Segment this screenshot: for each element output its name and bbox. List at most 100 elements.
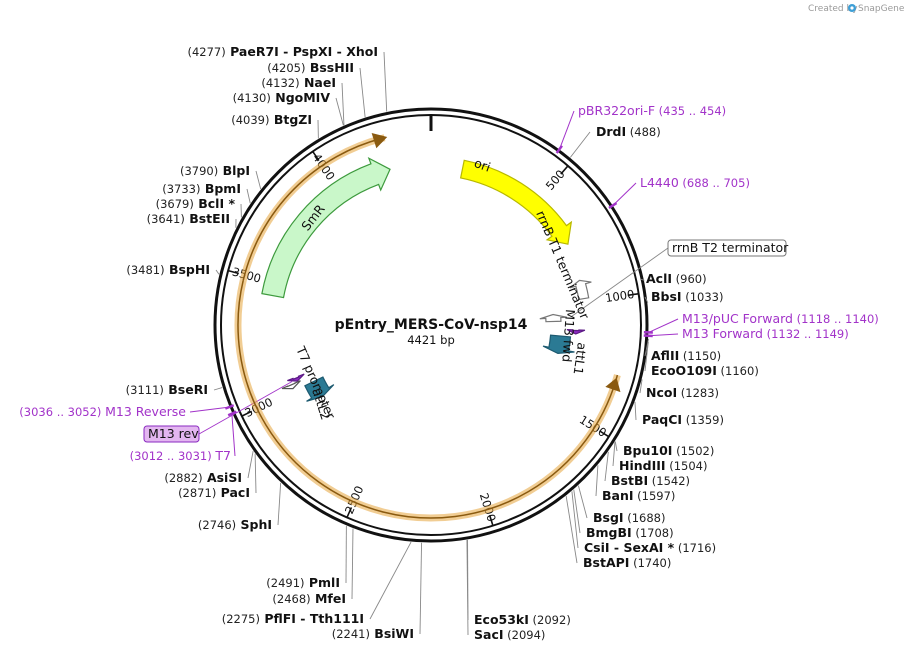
primer-name: M13 Forward [682, 326, 763, 341]
site-bcli[interactable]: (3679) BclI * [156, 196, 236, 211]
site-pmli[interactable]: (2491) PmlI [266, 575, 340, 590]
feature-m13-fwd[interactable] [566, 328, 586, 335]
site-eco53ki[interactable]: Eco53kI (2092) [474, 612, 571, 627]
primer-range: (3036 .. 3052) [19, 405, 105, 419]
site-line-paci [254, 453, 257, 494]
site-bsteii[interactable]: (3641) BstEII [147, 211, 230, 226]
feature-attl1[interactable] [542, 334, 575, 354]
primer-t7[interactable]: (3012 .. 3031) T7 [130, 448, 231, 463]
tick-mark [488, 514, 494, 526]
primer-m13-forward[interactable]: M13 Forward (1132 .. 1149) [682, 326, 849, 341]
site-pos: (1150) [679, 349, 721, 363]
site-pflfi[interactable]: (2275) PflFI - Tth111I [222, 611, 364, 626]
svg-text:rrnB T2 terminator: rrnB T2 terminator [672, 240, 789, 255]
feature-rrnb-t1-terminator[interactable] [569, 279, 592, 301]
site-label-bani: BanI (1597) [602, 488, 675, 503]
site-extra: - PspXI [279, 44, 333, 59]
site-csii[interactable]: CsiI - SexAI * (1716) [584, 540, 716, 555]
site-name: PaeR7I [226, 44, 279, 59]
site-mfei[interactable]: (2468) MfeI [272, 591, 346, 606]
primer-line-m13-forward [648, 333, 679, 337]
site-asisi[interactable]: (2882) AsiSI [164, 470, 242, 485]
site-pos: (3790) [180, 164, 218, 178]
site-label-bsphi: (3481) BspHI [126, 262, 210, 277]
site-label-aflii: AflII (1150) [651, 348, 721, 363]
site-label-mfei: (2468) MfeI [272, 591, 346, 606]
site-name: BstBI [611, 473, 648, 488]
site-label-saci: SacI (2094) [474, 627, 545, 642]
site-pos: (3641) [147, 212, 185, 226]
site-label-drdi: DrdI (488) [596, 124, 661, 139]
primer-range: (1118 .. 1140) [793, 312, 879, 326]
feature-t7-promoter[interactable] [281, 380, 301, 390]
tick-mark [241, 410, 253, 417]
site-pos: (2746) [198, 518, 236, 532]
site-name: BclI * [194, 196, 236, 211]
site-paci[interactable]: (2871) PacI [178, 485, 250, 500]
site-pos: (1283) [677, 386, 719, 400]
primer-m13-puc-forward[interactable]: M13/pUC Forward (1118 .. 1140) [682, 311, 879, 326]
site-label-bstapi: BstAPI (1740) [583, 555, 671, 570]
site-label-paci: (2871) PacI [178, 485, 250, 500]
site-drdi[interactable]: DrdI (488) [596, 124, 661, 139]
feature-smr[interactable] [261, 156, 391, 299]
site-bseri[interactable]: (3111) BseRI [126, 382, 208, 397]
site-name: PaqCI [642, 412, 682, 427]
site-label-csii: CsiI - SexAI * (1716) [584, 540, 716, 555]
site-pos: (2882) [164, 471, 202, 485]
primer-l4440[interactable]: L4440 (688 .. 705) [640, 175, 750, 190]
site-bmgbi[interactable]: BmgBI (1708) [586, 525, 674, 540]
site-bstapi[interactable]: BstAPI (1740) [583, 555, 671, 570]
site-btgzi[interactable]: (4039) BtgZI [231, 112, 312, 127]
site-saci[interactable]: SacI (2094) [474, 627, 545, 642]
site-paer7i[interactable]: (4277) PaeR7I - PspXI - XhoI [187, 44, 378, 59]
site-name: NaeI [300, 75, 336, 90]
primer-site-mark [224, 404, 235, 410]
primer-name: pBR322ori-F [578, 103, 655, 118]
site-bsshii[interactable]: (4205) BssHII [267, 60, 354, 75]
site-paqci[interactable]: PaqCI (1359) [642, 412, 724, 427]
site-hindiii[interactable]: HindIII (1504) [619, 458, 707, 473]
site-label-hindiii: HindIII (1504) [619, 458, 707, 473]
plasmid-name: pEntry_MERS-CoV-nsp14 [335, 317, 528, 333]
site-pos: (1502) [672, 444, 714, 458]
site-bsgi[interactable]: BsgI (1688) [593, 510, 665, 525]
site-acli[interactable]: AclI (960) [646, 271, 707, 286]
feature-attl2[interactable] [304, 376, 335, 402]
feature-rrnb-t2-terminator[interactable] [539, 313, 567, 323]
site-bstbi[interactable]: BstBI (1542) [611, 473, 690, 488]
site-bani[interactable]: BanI (1597) [602, 488, 675, 503]
site-bpmi[interactable]: (3733) BpmI [162, 181, 241, 196]
feature-m13-rev[interactable] [287, 373, 305, 382]
site-pos: (1504) [666, 459, 708, 473]
site-bbsi[interactable]: BbsI (1033) [651, 289, 723, 304]
site-ncoi[interactable]: NcoI (1283) [646, 385, 719, 400]
site-pos: (4130) [233, 91, 271, 105]
site-line-bpu10i [614, 441, 618, 452]
site-label-bstbi: BstBI (1542) [611, 473, 690, 488]
site-bsiwi[interactable]: (2241) BsiWI [332, 626, 414, 641]
feature-ori[interactable] [459, 159, 573, 245]
site-bsphi[interactable]: (3481) BspHI [126, 262, 210, 277]
site-bpu10i[interactable]: Bpu10I (1502) [623, 443, 714, 458]
primer-label-m13-puc-forward: M13/pUC Forward (1118 .. 1140) [682, 311, 879, 326]
plasmid-length: 4421 bp [407, 333, 455, 347]
primer-m13-reverse[interactable]: (3036 .. 3052) M13 Reverse [19, 404, 186, 419]
site-aflii[interactable]: AflII (1150) [651, 348, 721, 363]
site-name: BpmI [200, 181, 241, 196]
site-ngomiv[interactable]: (4130) NgoMIV [233, 90, 331, 105]
rrnb-t2-terminator-box[interactable]: rrnB T2 terminator [667, 239, 789, 257]
site-pos: (1033) [682, 290, 724, 304]
primer-range: (688 .. 705) [679, 176, 750, 190]
site-pos: (2094) [504, 628, 546, 642]
primer-pbr322ori-f[interactable]: pBR322ori-F (435 .. 454) [578, 103, 726, 118]
site-naei[interactable]: (4132) NaeI [261, 75, 336, 90]
site-blpi[interactable]: (3790) BlpI [180, 163, 250, 178]
site-sphi[interactable]: (2746) SphI [198, 517, 272, 532]
m13-rev-box[interactable]: M13 rev [143, 425, 200, 443]
site-line-paer7i [383, 51, 388, 112]
credit-prefix: Created by [808, 4, 858, 14]
site-pos: (1597) [634, 489, 676, 503]
site-ecoo109i[interactable]: EcoO109I (1160) [651, 363, 759, 378]
site-line-ecoo109i [644, 341, 649, 372]
